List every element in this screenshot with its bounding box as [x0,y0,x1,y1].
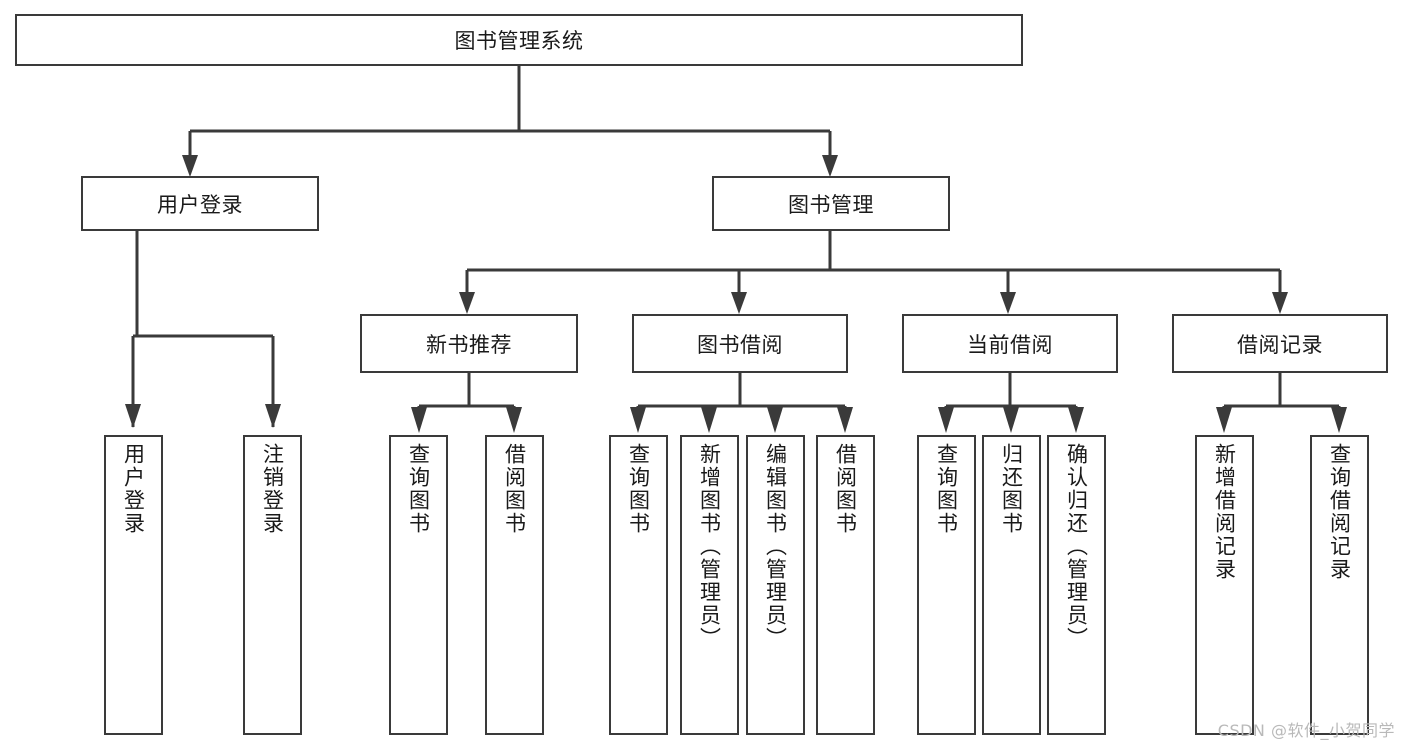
node-label: 新增借阅记录 [1212,443,1237,581]
node-label: 归还图书 [999,443,1024,535]
node-label: 借阅图书 [833,443,858,535]
node-label: 新书推荐 [426,332,512,357]
node-label: 借阅图书 [502,443,527,535]
leaf-current-query-book[interactable]: 查询图书 [917,435,976,735]
node-new-book-recommend[interactable]: 新书推荐 [360,314,578,373]
leaf-borrow-borrow-book[interactable]: 借阅图书 [816,435,875,735]
node-label: 注销登录 [260,443,285,535]
node-book-borrow[interactable]: 图书借阅 [632,314,848,373]
node-label: 查询借阅记录 [1327,443,1352,581]
leaf-user-login[interactable]: 用户登录 [104,435,163,735]
node-label: 用户登录 [121,443,146,535]
leaf-borrow-edit-book-admin[interactable]: 编辑图书（管理员） [746,435,805,735]
node-label: 图书管理 [788,192,874,217]
node-label: 用户登录 [157,192,243,217]
node-label: 图书管理系统 [454,29,584,53]
node-label: 当前借阅 [967,332,1053,357]
node-book-management[interactable]: 图书管理 [712,176,950,231]
node-current-borrow[interactable]: 当前借阅 [902,314,1118,373]
leaf-newbook-query-book[interactable]: 查询图书 [389,435,448,735]
node-root-system[interactable]: 图书管理系统 [15,14,1023,66]
node-label: 查询图书 [626,443,651,535]
leaf-record-query-record[interactable]: 查询借阅记录 [1310,435,1369,735]
leaf-current-return-book[interactable]: 归还图书 [982,435,1041,735]
node-label: 查询图书 [934,443,959,535]
node-label: 编辑图书（管理员） [763,443,788,650]
node-label: 图书借阅 [697,332,783,357]
node-borrow-record[interactable]: 借阅记录 [1172,314,1388,373]
node-label: 借阅记录 [1237,332,1323,357]
leaf-record-add-record[interactable]: 新增借阅记录 [1195,435,1254,735]
csdn-watermark: CSDN @软件_小贺同学 [1217,721,1395,740]
leaf-borrow-add-book-admin[interactable]: 新增图书（管理员） [680,435,739,735]
leaf-borrow-query-book[interactable]: 查询图书 [609,435,668,735]
leaf-current-confirm-return-admin[interactable]: 确认归还（管理员） [1047,435,1106,735]
node-label: 新增图书（管理员） [697,443,722,650]
leaf-logout-login[interactable]: 注销登录 [243,435,302,735]
node-label: 确认归还（管理员） [1064,443,1089,650]
node-label: 查询图书 [406,443,431,535]
node-user-login[interactable]: 用户登录 [81,176,319,231]
leaf-newbook-borrow-book[interactable]: 借阅图书 [485,435,544,735]
